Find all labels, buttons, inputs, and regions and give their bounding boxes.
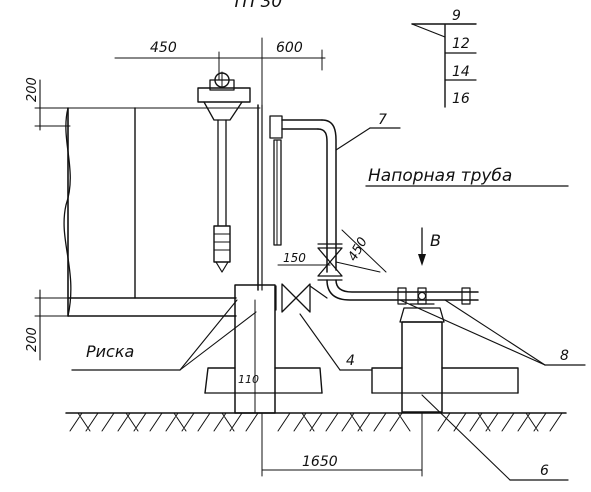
dimension-1650: 1650 <box>261 412 423 477</box>
header-fragment: ТП 30 <box>232 0 282 12</box>
legend-value-9: 9 <box>452 8 461 24</box>
legend-table: 9 12 14 16 <box>411 8 477 108</box>
label-mark: Риска <box>71 299 257 371</box>
dimension-110: 110 <box>238 373 259 386</box>
dimension-200-top: 200 <box>25 77 261 131</box>
callout-4: 4 <box>299 313 373 371</box>
horizontal-valve <box>275 283 328 313</box>
dimension-600-top: 600 <box>261 37 326 111</box>
support-post-left <box>234 284 276 414</box>
dimension-150: 150 <box>277 251 331 266</box>
callout-8: 8 <box>399 299 586 366</box>
svg-text:450: 450 <box>345 235 370 264</box>
svg-text:Риска: Риска <box>86 342 134 361</box>
svg-text:В: В <box>430 231 441 250</box>
tank <box>63 104 263 317</box>
dimension-450-pipe: 450 <box>335 229 387 273</box>
label-pressure-pipe: Напорная труба <box>365 166 569 187</box>
legend-value-14: 14 <box>452 64 470 80</box>
support-post-right <box>399 303 445 413</box>
callout-6: 6 <box>421 394 569 481</box>
svg-text:1650: 1650 <box>302 454 338 470</box>
level-indicator <box>269 115 283 246</box>
ground-hatching <box>69 412 563 432</box>
svg-text:4: 4 <box>346 353 355 369</box>
pressure-pipe <box>281 119 479 305</box>
svg-text:600: 600 <box>276 40 303 56</box>
svg-text:200: 200 <box>25 77 40 102</box>
dimension-450-top: 450 <box>114 40 263 81</box>
callout-7: 7 <box>335 112 401 151</box>
legend-value-12: 12 <box>452 36 470 52</box>
foundation <box>65 367 567 414</box>
legend-value-16: 16 <box>452 91 470 107</box>
view-arrow-b: В <box>418 227 441 266</box>
svg-text:6: 6 <box>540 463 549 479</box>
svg-text:200: 200 <box>25 327 40 352</box>
svg-text:Напорная труба: Напорная труба <box>368 166 512 186</box>
svg-text:450: 450 <box>150 40 177 56</box>
svg-text:7: 7 <box>378 112 387 128</box>
float-gauge <box>197 71 251 273</box>
svg-text:8: 8 <box>560 348 569 364</box>
svg-text:150: 150 <box>283 251 306 265</box>
